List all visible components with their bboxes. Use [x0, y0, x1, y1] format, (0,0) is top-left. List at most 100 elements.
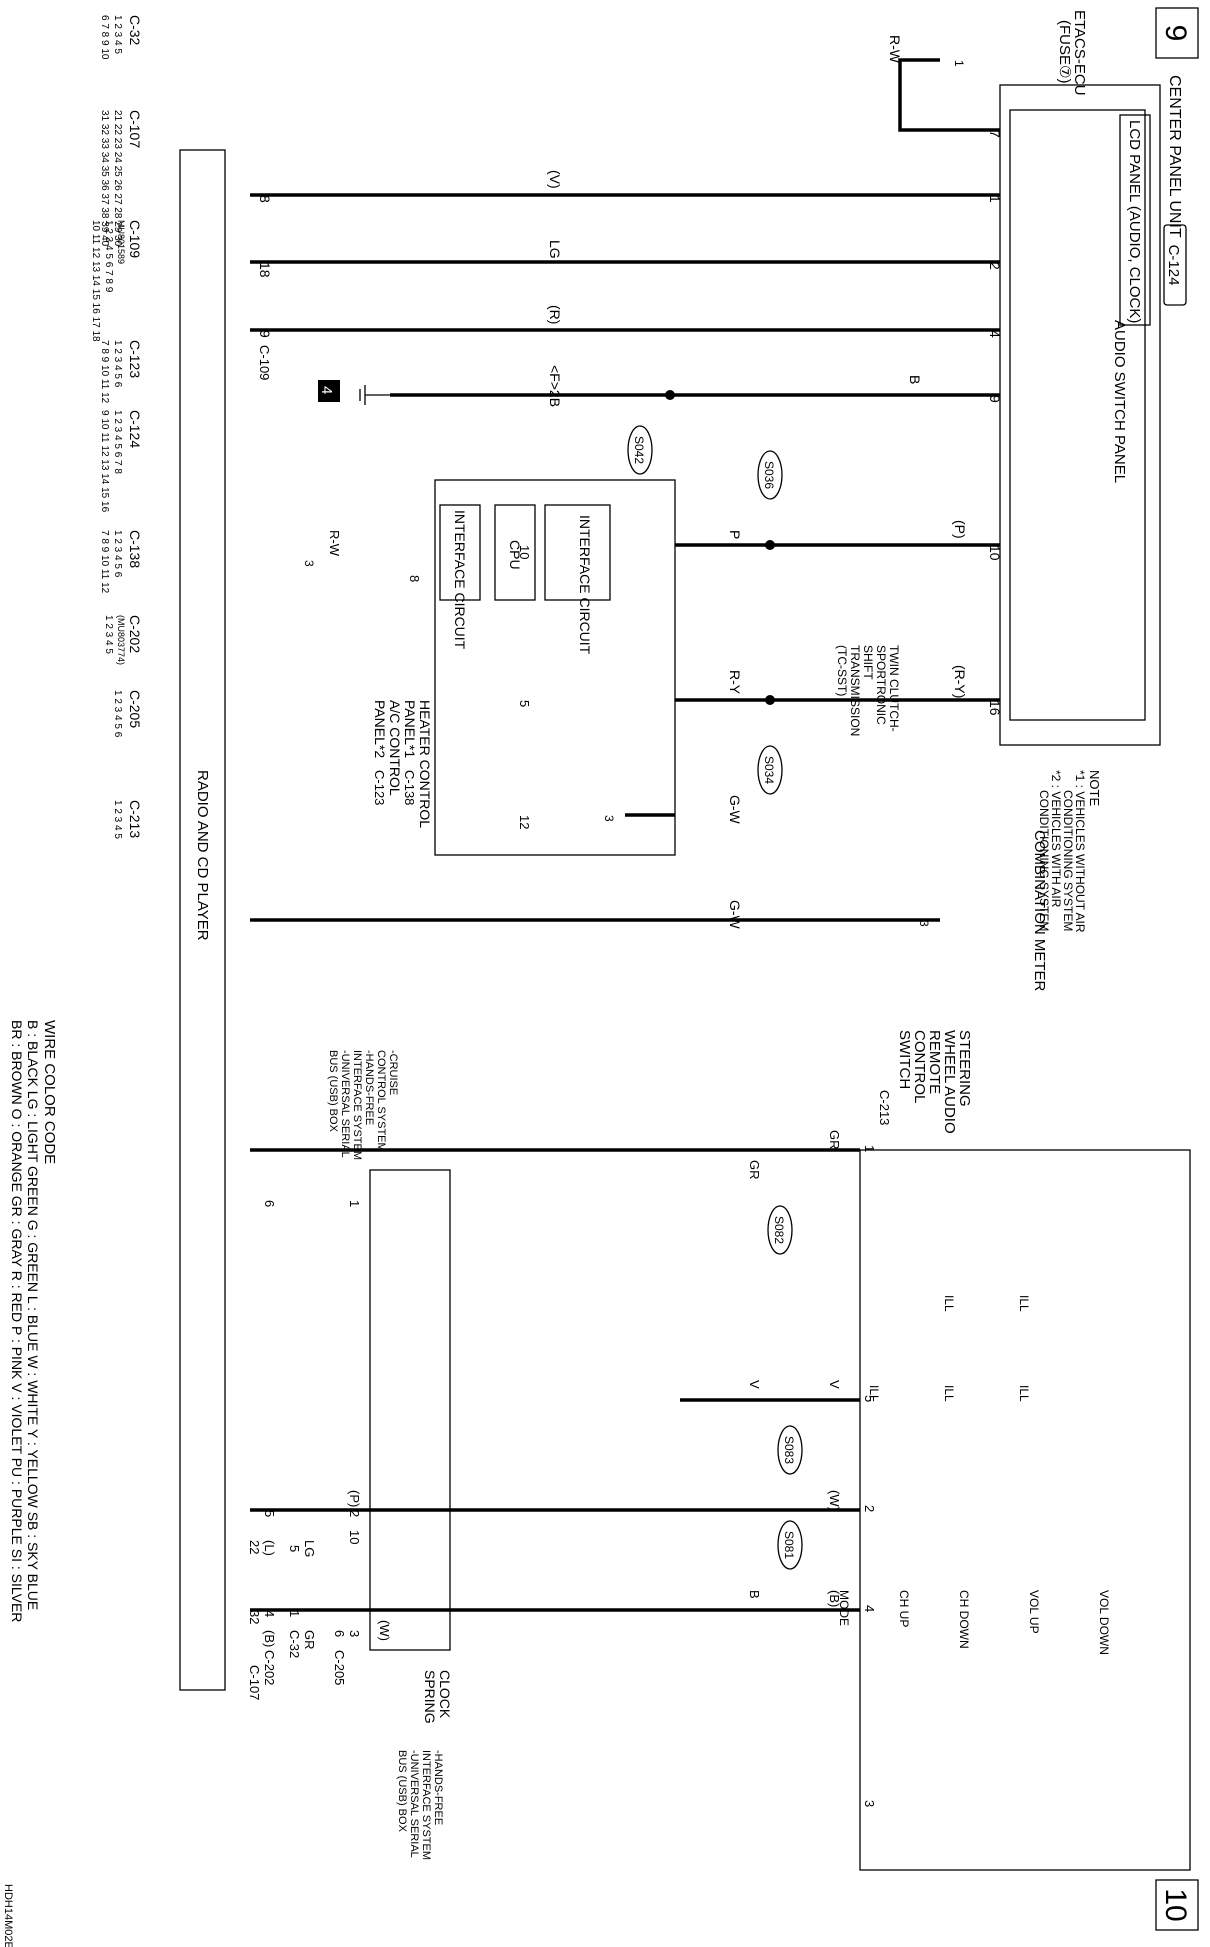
- wire-label-gw2: G-W: [727, 900, 743, 930]
- wire-label-gr3: GR: [302, 1630, 317, 1650]
- wire-label-p-paren: (P): [952, 520, 968, 539]
- pin-connector-c107: C-107: [247, 1665, 262, 1700]
- pin-r-32: 32: [247, 1610, 262, 1624]
- splice-s034: S034: [762, 756, 776, 784]
- switch-ch-down: CH DOWN: [957, 1590, 971, 1649]
- center-panel-box: [999, 84, 1161, 746]
- switch-vol-up: VOL UP: [1027, 1590, 1041, 1634]
- pin-cp-9: 9: [987, 395, 1003, 403]
- handsfree-note-0: -HANDS-FREE: [432, 1750, 444, 1825]
- clock-spring-box: [369, 1169, 451, 1651]
- combination-meter-label: COMBINATION METER: [1031, 830, 1048, 992]
- twin-clutch-4: (TC-SST): [835, 645, 849, 696]
- pin-s-2: 2: [862, 1505, 877, 1512]
- wire-label-ry-paren: (R-Y): [952, 665, 968, 698]
- connector-c138-row1: 1 2 3 4 5 6: [112, 530, 123, 578]
- note-line-2: *2 : VEHICLES WITH AIR: [1049, 770, 1063, 908]
- steering-switch-box: [859, 1149, 1191, 1871]
- connector-c109-sub: MU801589: [116, 220, 126, 264]
- wire-label-v1: V: [827, 1380, 842, 1389]
- switch-vol-down: VOL DOWN: [1097, 1590, 1111, 1655]
- ill-5: ILL: [867, 1385, 881, 1402]
- steering-line-4: SWITCH: [896, 1030, 913, 1089]
- heater-line3: A/C CONTROL: [387, 700, 403, 796]
- wire-label-b-paren: (B): [827, 1590, 842, 1607]
- lcd-panel-label: LCD PANEL (AUDIO, CLOCK): [1126, 120, 1143, 323]
- connector-c123-row1: 1 2 3 4 5 6: [112, 340, 123, 388]
- pin-cs-6: 6: [332, 1630, 347, 1637]
- ref-3c: 3: [917, 920, 931, 927]
- twin-clutch-2: SHIFT: [861, 645, 875, 680]
- pin-cp-16: 16: [987, 700, 1003, 716]
- switch-mode: MODE: [837, 1590, 851, 1626]
- ground-ref-box: [318, 380, 340, 402]
- connector-c124-row1: 1 2 3 4 5 6 7 8: [112, 410, 123, 474]
- ref-3b: 3: [602, 815, 616, 822]
- wire-label-l: (L): [262, 1540, 277, 1556]
- cruise-note-1: CONTROL SYSTEM: [375, 1050, 387, 1152]
- pin-cs-5: 5: [262, 1510, 277, 1517]
- audio-switch-panel-label: AUDIO SWITCH PANEL: [1111, 320, 1128, 483]
- pin-s-3: 3: [862, 1800, 877, 1807]
- pin-s-1: 1: [862, 1145, 877, 1152]
- pin-h-12: 12: [517, 815, 532, 829]
- splice-s083: S083: [782, 1436, 796, 1464]
- pin-cp-4: 4: [987, 330, 1003, 338]
- interface-circuit-2: INTERFACE CIRCUIT: [452, 510, 468, 650]
- connector-c138-row2: 7 8 9 10 11 12: [99, 530, 110, 594]
- next-page-number: 10: [1159, 1888, 1192, 1921]
- ref-3a: 3: [302, 560, 316, 567]
- splice-s036-dot: [765, 540, 775, 550]
- pin-connector-c202: C-202: [262, 1650, 277, 1685]
- cpu-label: CPU: [507, 540, 523, 570]
- cruise-note-3: INTERFACE SYSTEM: [351, 1050, 363, 1160]
- pin-cs-3: 3: [347, 1630, 362, 1637]
- pin-h-5: 5: [517, 700, 532, 707]
- wire-label-v2: V: [747, 1380, 762, 1389]
- pin-s-5: 5: [862, 1395, 877, 1402]
- pin-h-8: 8: [407, 575, 422, 582]
- wire-label-w2: (W): [377, 1620, 392, 1641]
- connector-c138-label: C-138: [127, 530, 143, 568]
- wire-label-b3: (B): [262, 1630, 277, 1647]
- connector-c123-row2: 7 8 9 10 11 12: [99, 340, 110, 404]
- switch-ch-up: CH UP: [897, 1590, 911, 1627]
- etacs-wire-label: R-W: [887, 35, 903, 64]
- heater-line4: PANEL*2: [372, 700, 388, 758]
- wire-color-code-line2: BR : BROWN O : ORANGE GR : GRAY R : RED …: [9, 1020, 25, 1622]
- twin-clutch-0: TWIN CLUTCH-: [887, 645, 901, 732]
- connector-c213-row1: 1 2 3 4 5: [112, 800, 123, 839]
- wire-color-code-title: WIRE COLOR CODE: [41, 1020, 58, 1164]
- wire-label-lg2: LG: [302, 1540, 317, 1557]
- connector-c202-row1: 1 2 3 4 5: [103, 615, 114, 654]
- splice-s036-oval: [757, 450, 783, 500]
- connector-c107-row1: 21 22 23 24 25 26 27 28 29 30: [112, 110, 123, 247]
- splice-s082-oval: [767, 1205, 793, 1255]
- steering-line-3: CONTROL: [911, 1030, 928, 1103]
- handsfree-note-1: INTERFACE SYSTEM: [420, 1750, 432, 1860]
- etacs-label: ETACS-ECU: [1071, 10, 1088, 96]
- splice-s042: S042: [632, 436, 646, 464]
- connector-c205-label: C-205: [127, 690, 143, 728]
- center-panel-connector-box: [1163, 224, 1187, 306]
- wire-label-ry: R-Y: [727, 670, 743, 695]
- pin-r-18: 18: [257, 262, 273, 278]
- wire-etacs-rw: [898, 58, 1000, 132]
- pin-c32-1: 1: [287, 1610, 302, 1617]
- note-line-0: *1 : VEHICLES WITHOUT AIR: [1073, 770, 1087, 933]
- pin-cp-7: 7: [987, 130, 1003, 138]
- pin-r-8: 8: [257, 195, 273, 203]
- heater-panel-box: [434, 479, 676, 856]
- wire-label-w: (W): [827, 1490, 842, 1511]
- pin-connector-c32: C-32: [287, 1630, 302, 1658]
- splice-s034-oval: [757, 745, 783, 795]
- ground-symbol: [359, 385, 390, 405]
- heater-connector-2: C-123: [372, 770, 387, 805]
- handsfree-note-2: -UNIVERSAL SERIAL: [408, 1750, 420, 1858]
- pin-connector-c205: C-205: [332, 1650, 347, 1685]
- connector-c109-row1: 1 2 3 4 5 6 7 8 9: [103, 220, 114, 293]
- etacs-fuse: (FUSE⑦): [1056, 20, 1073, 83]
- next-page-box: [1155, 1879, 1199, 1931]
- interface-circuit-1-box: [544, 504, 611, 601]
- connector-c213-label: C-213: [127, 800, 143, 838]
